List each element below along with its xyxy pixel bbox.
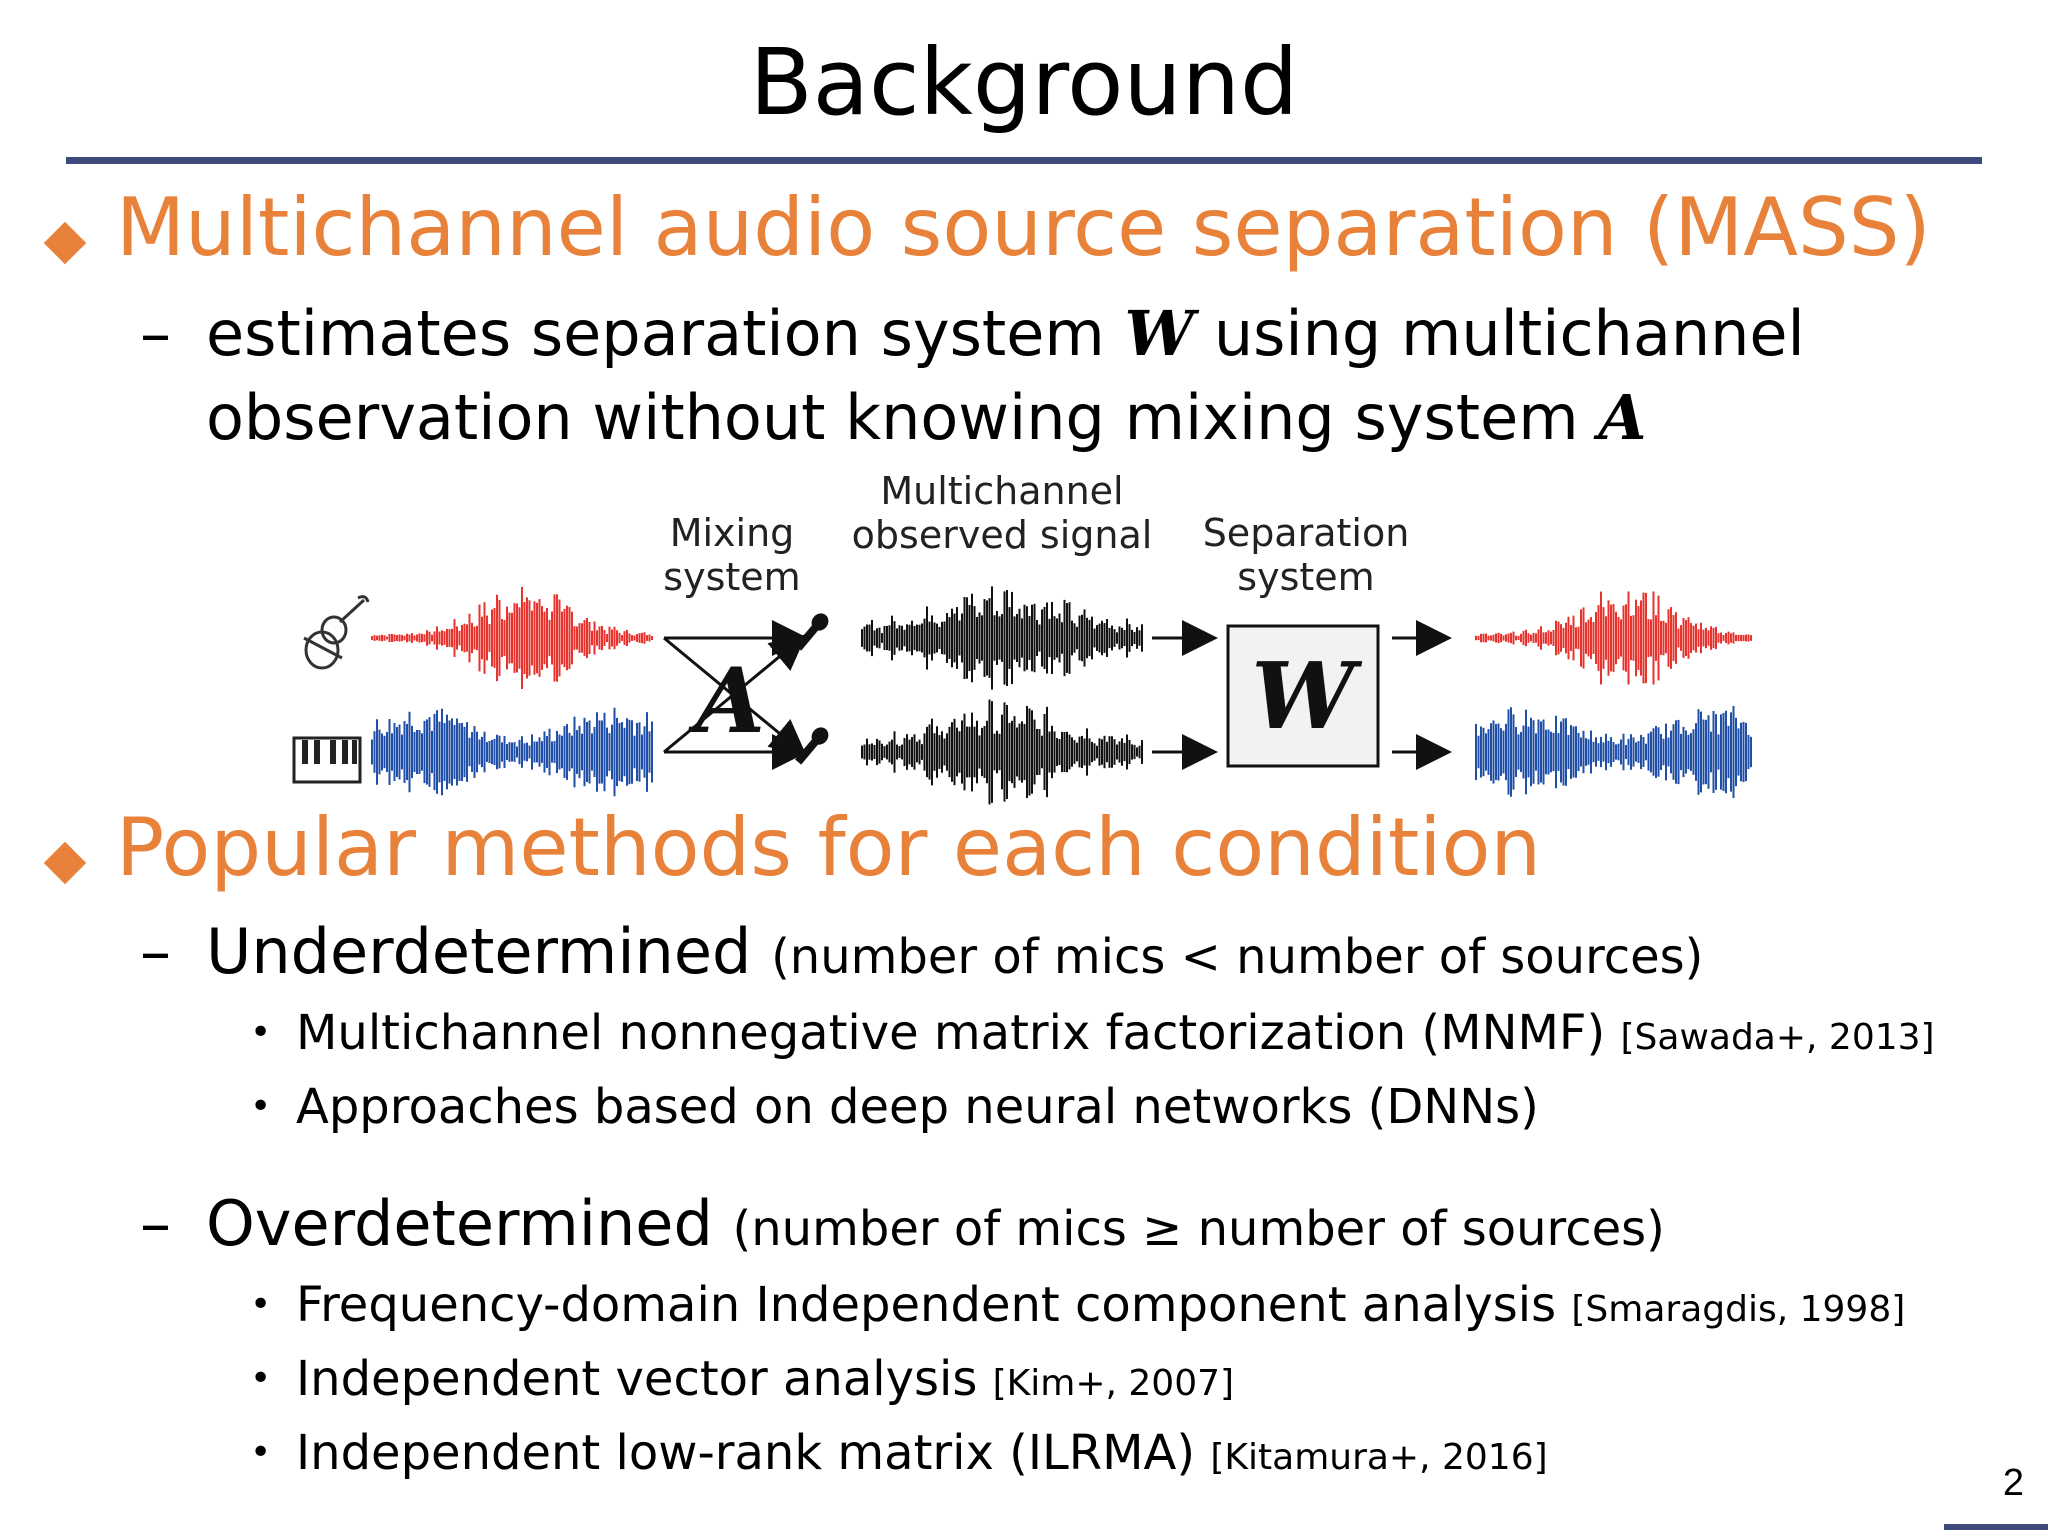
dot-bullet: •: [250, 1432, 272, 1473]
mixing-symbol-a: A: [1598, 381, 1647, 454]
title-underline: [66, 157, 1982, 164]
desc-text: estimates separation system: [206, 297, 1105, 370]
observed2-waveform: [861, 699, 1143, 805]
group-label: Underdetermined: [206, 915, 752, 988]
mass-description-line2: observation without knowing mixing syste…: [206, 376, 1646, 460]
microphone-icon: [795, 613, 829, 651]
method-citation: [Smaragdis, 1998]: [1571, 1289, 1906, 1330]
separated2-waveform: [1475, 705, 1752, 799]
separation-output-arrows: [1392, 620, 1452, 770]
method-name: Approaches based on deep neural networks…: [296, 1079, 1539, 1135]
mixing-matrix-a: A: [687, 648, 765, 754]
mixing-system-label: Mixing: [670, 511, 795, 555]
piano-keyboard-icon: [292, 736, 362, 784]
separation-system-label: system: [1237, 555, 1374, 599]
method-name: Multichannel nonnegative matrix factoriz…: [296, 1005, 1606, 1061]
desc-text: observation without knowing mixing syste…: [206, 381, 1579, 454]
dot-bullet: •: [250, 1086, 272, 1127]
method-name: Independent low-rank matrix (ILRMA): [296, 1425, 1196, 1481]
mixing-arrows: [663, 620, 808, 770]
page-number: 2: [2002, 1462, 2024, 1504]
slide-title: Background: [749, 29, 1299, 136]
method-citation: [Kitamura+, 2016]: [1210, 1437, 1548, 1478]
separation-box: [1226, 624, 1380, 768]
desc-text: using multichannel: [1213, 297, 1805, 370]
source1-waveform: [371, 586, 653, 690]
group-condition: (number of mics < number of sources): [771, 929, 1704, 985]
method-item: Approaches based on deep neural networks…: [296, 1070, 1539, 1144]
method-citation: [Sawada+, 2013]: [1620, 1017, 1935, 1058]
observed-signal-label: Multichannel: [880, 470, 1123, 513]
group-underdetermined: Underdetermined (number of mics < number…: [206, 910, 1703, 999]
source2-waveform: [371, 707, 653, 797]
violin-icon: [303, 595, 370, 670]
observed1-waveform: [861, 586, 1143, 690]
separation-symbol-w: W: [1124, 297, 1195, 370]
mixing-system-label: system: [663, 555, 800, 599]
method-item: Multichannel nonnegative matrix factoriz…: [296, 996, 1935, 1075]
bullet-heading-mass: Multichannel audio source separation (MA…: [116, 181, 1931, 274]
mass-description-line1: estimates separation system W using mult…: [206, 292, 1805, 376]
separated1-waveform: [1475, 591, 1752, 685]
dot-bullet: •: [250, 1284, 272, 1325]
method-name: Independent vector analysis: [296, 1351, 978, 1407]
observed-signal-label: observed signal: [852, 513, 1153, 557]
group-overdetermined: Overdetermined (number of mics ≥ number …: [206, 1182, 1665, 1271]
mass-diagram: Mixing system Multichannel observed sign…: [280, 469, 1760, 810]
separation-input-arrows: [1152, 620, 1218, 770]
diamond-bullet-icon: [43, 841, 87, 885]
method-citation: [Kim+, 2007]: [992, 1363, 1235, 1404]
page-number-rule: [1944, 1524, 2048, 1530]
separation-matrix-w: W: [1251, 642, 1362, 750]
separation-system-label: Separation: [1203, 511, 1410, 555]
dash-bullet: –: [140, 1187, 171, 1260]
method-item: Independent low-rank matrix (ILRMA) [Kit…: [296, 1416, 1548, 1495]
group-label: Overdetermined: [206, 1187, 713, 1260]
dot-bullet: •: [250, 1358, 272, 1399]
dash-bullet: –: [140, 297, 171, 370]
microphone-icon: [795, 727, 829, 765]
method-item: Independent vector analysis [Kim+, 2007]: [296, 1342, 1234, 1421]
dash-bullet: –: [140, 915, 171, 988]
bullet-heading-methods: Popular methods for each condition: [116, 801, 1542, 894]
method-name: Frequency-domain Independent component a…: [296, 1277, 1557, 1333]
method-item: Frequency-domain Independent component a…: [296, 1268, 1905, 1347]
diamond-bullet-icon: [43, 221, 87, 265]
dot-bullet: •: [250, 1012, 272, 1053]
group-condition: (number of mics ≥ number of sources): [732, 1201, 1665, 1257]
